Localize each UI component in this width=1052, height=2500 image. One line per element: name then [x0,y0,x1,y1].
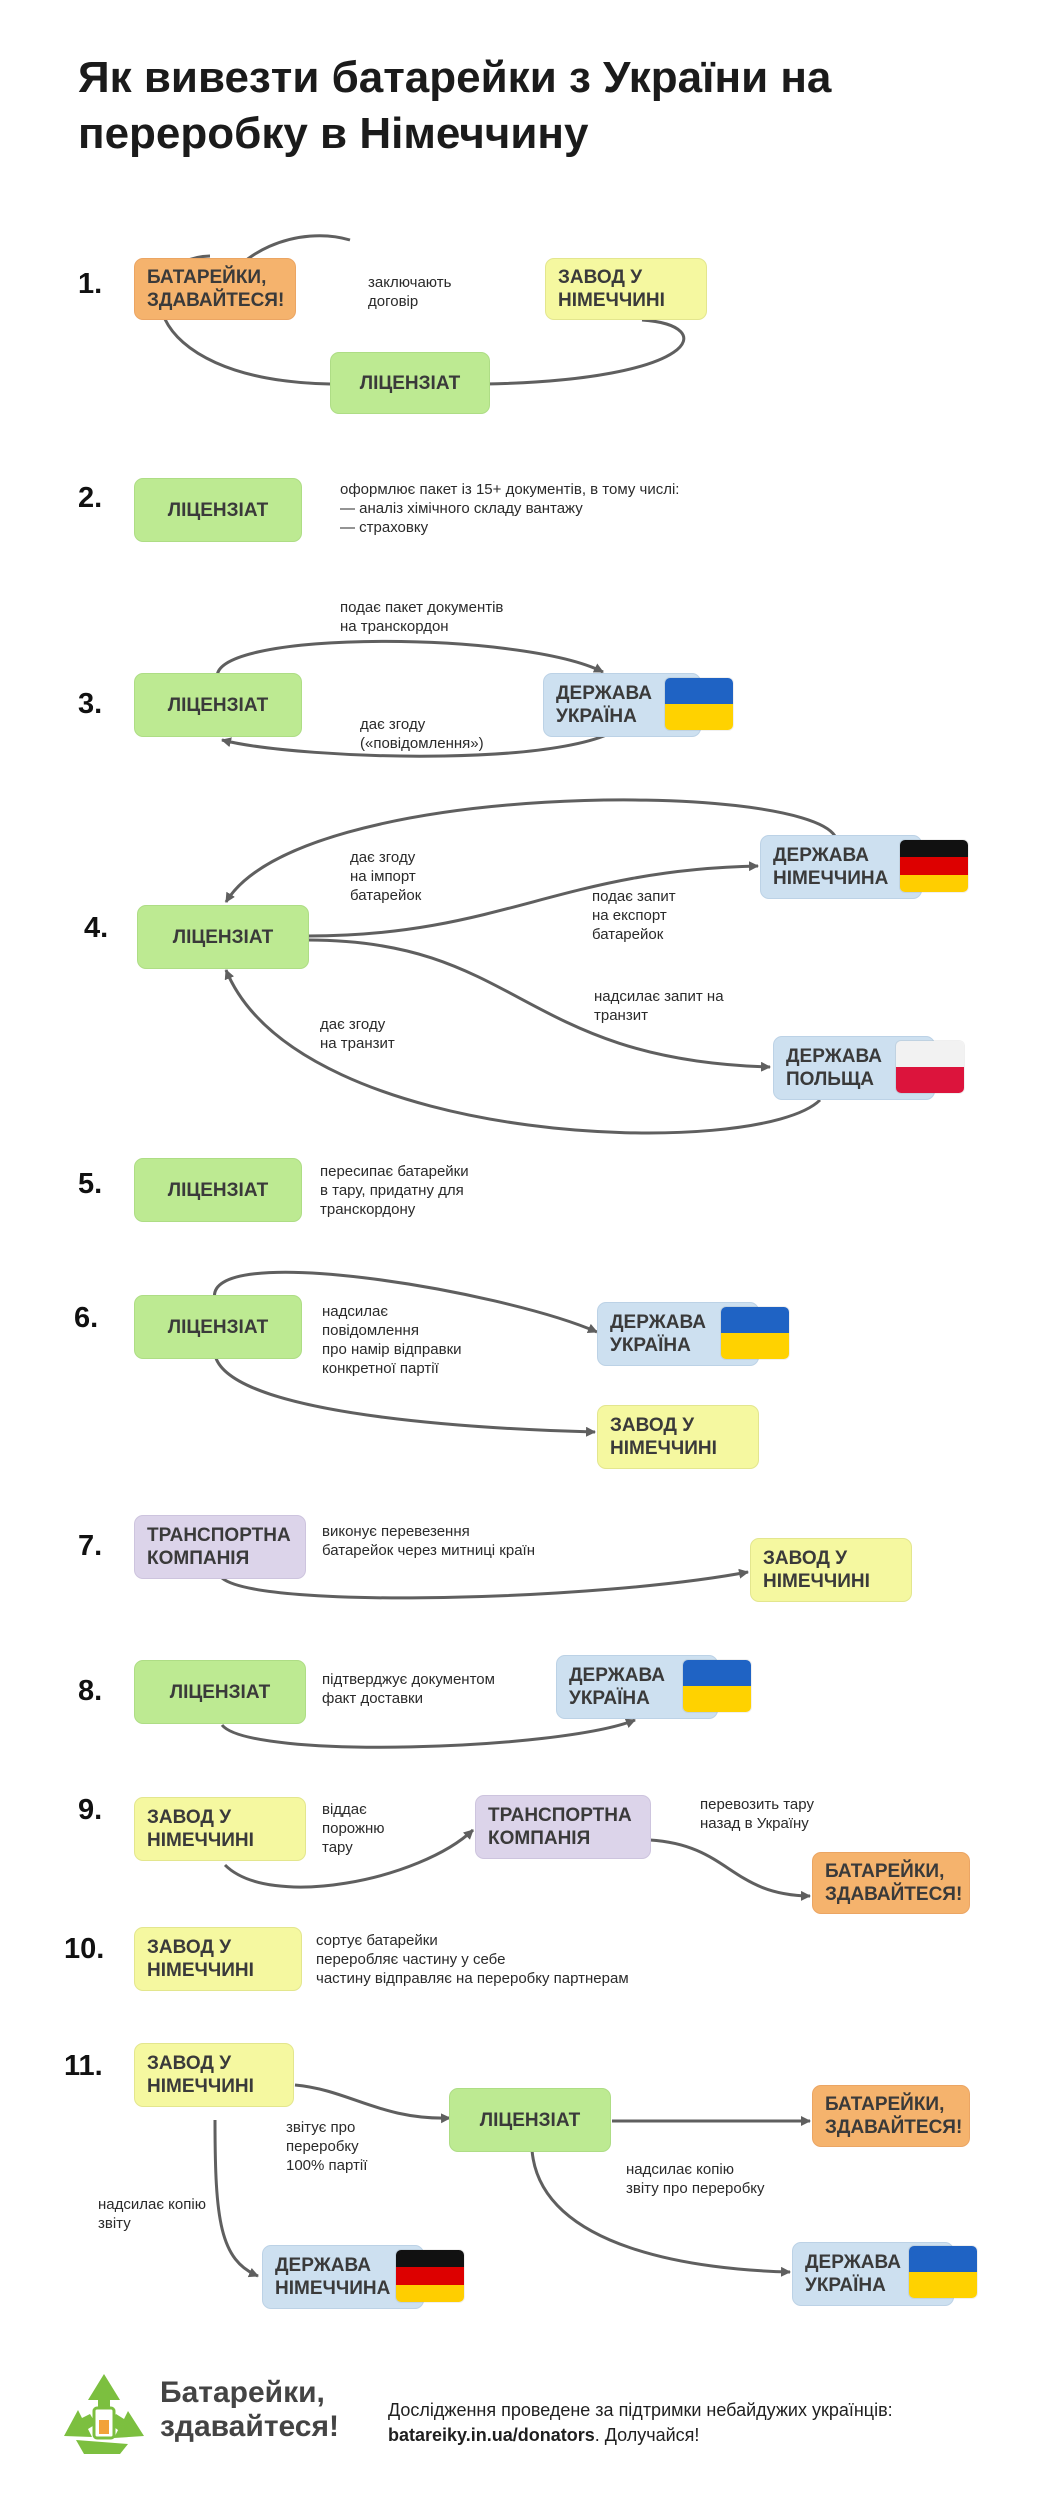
step-note: подає пакет документів на транскордон [340,599,504,635]
step-note: надсилає повідомлення про намір відправк… [322,1303,462,1377]
step-note: підтверджує документом факт доставки [322,1671,495,1707]
german-plant-box: ЗАВОД У НІМЕЧЧИНІ [750,1538,912,1602]
german-plant-box: ЗАВОД У НІМЕЧЧИНІ [134,1797,306,1861]
step-number: 1. [78,268,103,300]
arrow-transit-consent [224,969,822,1135]
step-number: 2. [78,482,103,514]
footer-text-after: . Долучайся! [594,2425,700,2445]
step-number: 9. [78,1794,103,1826]
step-note: дає згоду («повідомлення») [360,716,484,752]
step-note: дає згоду на транзит [320,1016,395,1052]
ukraine-flag-icon [683,1660,751,1712]
step-number: 7. [78,1530,103,1562]
arrow-export-request-germany [307,861,759,938]
licensee-box: ЛІЦЕНЗІАТ [330,352,490,414]
step-note: заключають договір [368,274,452,310]
arrow-notify-ukraine [213,1270,598,1334]
transport-company-box: ТРАНСПОРТНА КОМПАНІЯ [134,1515,306,1579]
footer-text: Дослідження проведене за підтримки небай… [388,2398,948,2448]
step-note: виконує перевезення батарейок через митн… [322,1523,536,1559]
step-note: перевозить тару назад в Україну [700,1796,814,1832]
step-number: 10. [64,1933,105,1965]
step-number: 3. [78,688,103,720]
ukraine-flag-icon [721,1307,789,1359]
germany-state-box: ДЕРЖАВА НІМЕЧЧИНА [760,835,922,899]
step-note: сортує батарейки переробляє частину у се… [316,1932,629,1987]
donate-link[interactable]: batareiky.in.ua/donators [388,2425,595,2445]
arrow-notify-plant [213,1354,596,1437]
arrow-report-to-licensee [294,2083,451,2124]
recycle-icon [58,2368,150,2460]
german-plant-box: ЗАВОД У НІМЕЧЧИНІ [545,258,707,320]
page-title: Як вивезти батарейки з України на переро… [78,53,832,158]
arrow-transit-request-poland [307,938,771,1072]
licensee-box: ЛІЦЕНЗІАТ [134,1158,302,1222]
licensee-box: ЛІЦЕНЗІАТ [449,2088,611,2152]
poland-flag-icon [896,1041,964,1093]
german-plant-box: ЗАВОД У НІМЕЧЧИНІ [134,2043,294,2107]
arrow-tare-back [649,1838,811,1901]
step-number: 5. [78,1168,103,1200]
germany-flag-icon [396,2250,464,2302]
transport-company-box: ТРАНСПОРТНА КОМПАНІЯ [475,1795,651,1859]
arrow-transport-to-plant [221,1568,749,1600]
arrow-import-consent [224,798,837,903]
step-note: оформлює пакет із 15+ документів, в тому… [340,481,680,536]
step-note: звітує про переробку 100% партії [286,2119,368,2174]
batteries-org-box: БАТАРЕЙКИ, ЗДАВАЙТЕСЯ! [134,258,296,320]
arrow-docs-to-ukraine [216,640,604,681]
arrow-report-copy-ukraine [530,2149,791,2277]
licensee-box: ЛІЦЕНЗІАТ [134,1295,302,1359]
licensee-box: ЛІЦЕНЗІАТ [137,905,309,969]
germany-flag-icon [900,840,968,892]
arrow-empty-tare [223,1828,475,1889]
step-note: надсилає копію звіту про переробку [626,2161,765,2197]
ukraine-flag-icon [909,2246,977,2298]
step-note: подає запит на експорт батарейок [592,888,676,943]
step-note: віддає порожню тару [322,1801,385,1856]
licensee-box: ЛІЦЕНЗІАТ [134,1660,306,1724]
step-note: дає згоду на імпорт батарейок [350,849,422,904]
licensee-box: ЛІЦЕНЗІАТ [134,673,302,737]
batteries-org-box: БАТАРЕЙКИ, ЗДАВАЙТЕСЯ! [812,1852,970,1914]
logo-text: Батарейки, здавайтеся! [160,2376,339,2443]
arrow-report-copy-germany [213,2119,259,2278]
ukraine-flag-icon [665,678,733,730]
step-note: надсилає запит на транзит [594,988,724,1024]
arrow-delivery-confirm [220,1718,636,1749]
step-number: 11. [64,2050,103,2082]
batteries-org-box: БАТАРЕЙКИ, ЗДАВАЙТЕСЯ! [812,2085,970,2147]
german-plant-box: ЗАВОД У НІМЕЧЧИНІ [597,1405,759,1469]
step-note: пересипає батарейки в тару, придатну для… [320,1163,469,1218]
footer-text-before: Дослідження проведене за підтримки небай… [388,2400,893,2420]
step-number: 6. [74,1302,99,1334]
german-plant-box: ЗАВОД У НІМЕЧЧИНІ [134,1927,302,1991]
step-note: надсилає копію звіту [98,2196,206,2232]
contract-line-right [485,318,686,386]
step-number: 4. [84,912,109,944]
step-number: 8. [78,1675,103,1707]
licensee-box: ЛІЦЕНЗІАТ [134,478,302,542]
